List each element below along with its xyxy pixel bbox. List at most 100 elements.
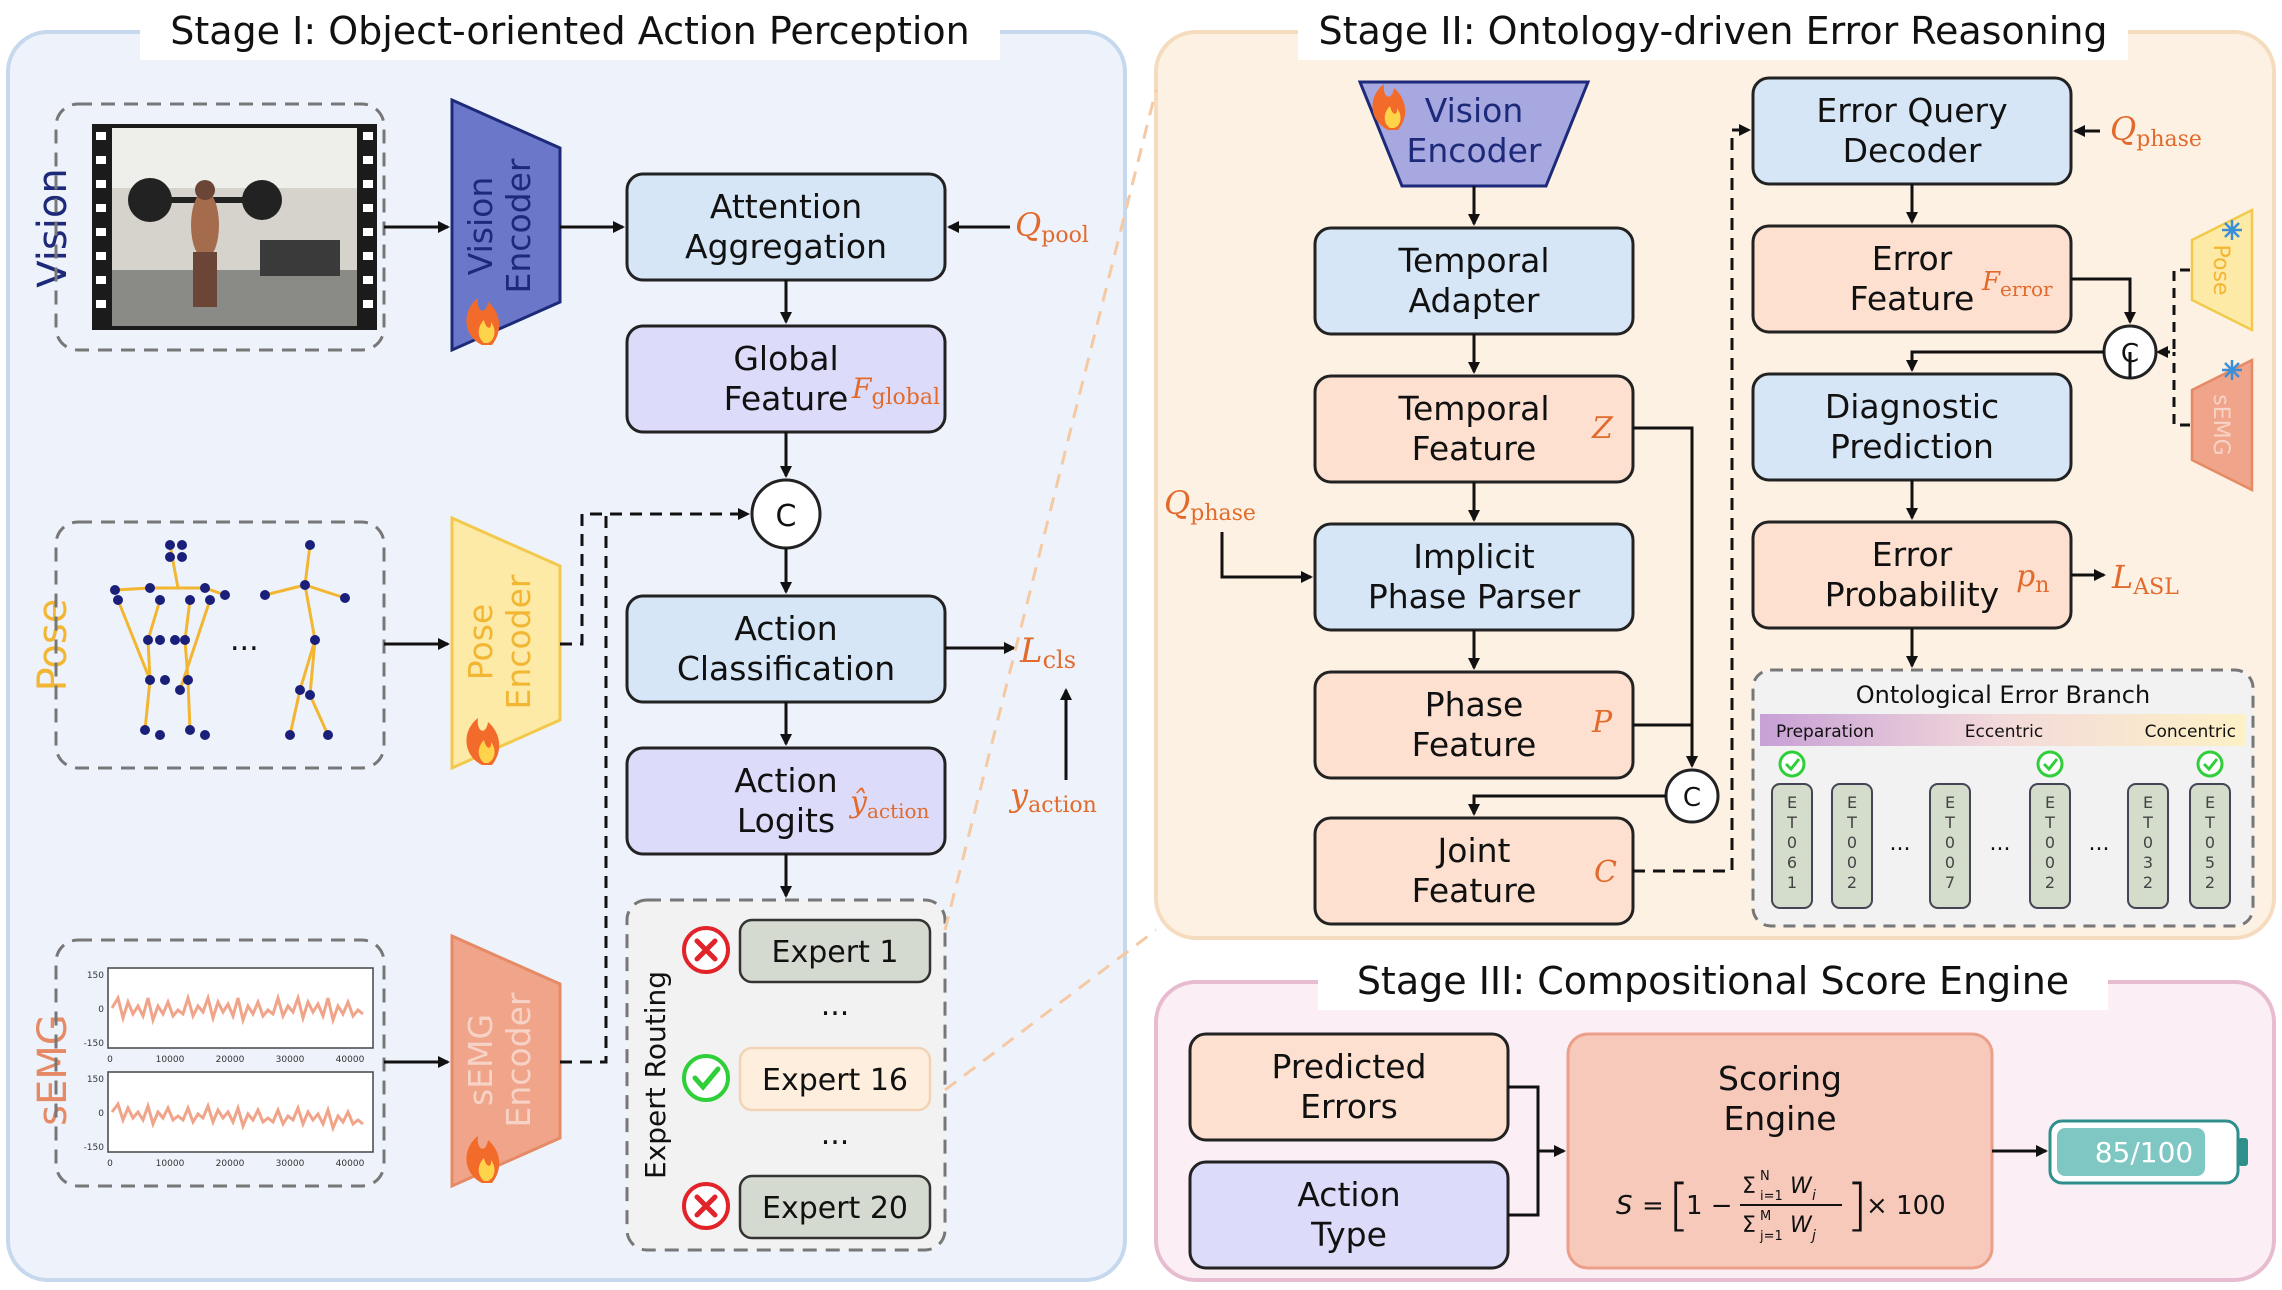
error-type-chip — [2029, 783, 2071, 909]
svg-text:Attention: Attention — [710, 187, 862, 226]
error-type-chip — [2189, 783, 2231, 909]
error-type-chip — [1831, 783, 1873, 909]
svg-text:Error: Error — [1872, 535, 1953, 574]
joint-feature-box: Joint Feature C — [1313, 816, 1635, 926]
score-value: 85/100 — [2095, 1136, 2194, 1169]
svg-text:M: M — [1760, 1209, 1771, 1224]
svg-text:Σ: Σ — [1742, 1213, 1756, 1238]
svg-text:N: N — [1760, 1169, 1770, 1184]
svg-text:Encoder: Encoder — [1407, 131, 1542, 170]
expert-1-box — [738, 918, 932, 984]
q-pool-symbol: Qpool — [1015, 206, 1089, 248]
svg-text:Logits: Logits — [737, 801, 835, 840]
svg-text:Errors: Errors — [1300, 1087, 1398, 1126]
svg-text:Global: Global — [733, 339, 838, 378]
stage1-connectors — [384, 221, 1072, 1068]
semg-xtick: 20000 — [216, 1159, 245, 1169]
error-type-chip — [1929, 783, 1971, 909]
stage1-title: Stage I: Object-oriented Action Percepti… — [170, 9, 970, 53]
svg-text:Scoring: Scoring — [1718, 1059, 1842, 1098]
svg-text:Classification: Classification — [677, 649, 895, 688]
svg-text:Implicit: Implicit — [1413, 537, 1534, 576]
svg-text:Temporal: Temporal — [1397, 389, 1549, 428]
svg-text:Probability: Probability — [1825, 575, 1999, 614]
stage3-panel: Stage III: Compositional Score Engine Pr… — [1154, 959, 2276, 1282]
stage2-vision-encoder: Vision Encoder — [1357, 80, 1591, 188]
loss-cls-symbol: Lcls — [1019, 631, 1076, 674]
q-phase-right-symbol: Qphase — [2110, 110, 2202, 152]
expert-16-box — [738, 1046, 932, 1112]
stage2-connectors — [1220, 124, 2190, 873]
fire-icon — [466, 718, 500, 765]
pose-label: Pose — [30, 599, 76, 692]
svg-text:C: C — [1683, 783, 1701, 813]
svg-text:W: W — [1790, 1213, 1813, 1238]
score-fill — [2057, 1128, 2205, 1176]
svg-text:Action: Action — [1297, 1175, 1400, 1214]
svg-text:Feature: Feature — [1850, 279, 1975, 318]
svg-text:Phase Parser: Phase Parser — [1368, 577, 1581, 616]
expert-ellipsis: ... — [821, 1117, 850, 1152]
p-n-symbol: pn — [2016, 559, 2049, 598]
svg-text:Feature: Feature — [1412, 725, 1537, 764]
vision-encoder: Vision Encoder — [450, 97, 562, 353]
y-hat-action-symbol: ŷaction — [848, 785, 930, 823]
svg-text:Encoder: Encoder — [499, 158, 538, 293]
snowflake-icon — [2222, 360, 2242, 380]
p-symbol: P — [1591, 705, 1613, 740]
svg-text:j: j — [1810, 1228, 1816, 1244]
svg-text:i: i — [1812, 1188, 1816, 1204]
svg-text:Feature: Feature — [1412, 429, 1537, 468]
error-type-chip — [2127, 783, 2169, 909]
stage2-title: Stage II: Ontology-driven Error Reasonin… — [1318, 9, 2107, 53]
semg-ytick: 0 — [98, 1005, 104, 1015]
svg-text:Error Query: Error Query — [1816, 91, 2007, 130]
temporal-adapter-box: Temporal Adapter — [1313, 226, 1635, 336]
semg-ytick: 0 — [98, 1109, 104, 1119]
fire-icon — [466, 298, 500, 345]
fire-icon — [1372, 84, 1406, 130]
accept-icon — [682, 1054, 730, 1102]
svg-text:Adapter: Adapter — [1409, 281, 1540, 320]
svg-text:Phase: Phase — [1425, 685, 1524, 724]
expert-20-box — [738, 1174, 932, 1240]
f-global-symbol: Fglobal — [851, 372, 940, 410]
semg-side-encoder: sEMG — [2190, 357, 2254, 493]
svg-text:j=1: j=1 — [1759, 1229, 1783, 1244]
semg-signal-thumbnail: 150 0 -150 150 0 -150 0 10000 20000 3000… — [54, 938, 386, 1188]
svg-text:i=1: i=1 — [1760, 1189, 1783, 1204]
svg-text:1 −: 1 − — [1686, 1191, 1733, 1221]
z-symbol: Z — [1591, 411, 1614, 446]
pose-ellipsis: ... — [230, 623, 259, 658]
stage3-title: Stage III: Compositional Score Engine — [1357, 959, 2069, 1003]
error-type-chip — [1771, 783, 1813, 909]
semg-encoder: sEMG Encoder — [450, 933, 562, 1189]
svg-text:Aggregation: Aggregation — [685, 227, 887, 266]
error-feature-box: Error Feature Ferror — [1751, 224, 2073, 334]
action-classification-box: Action Classification — [625, 594, 947, 704]
semg-xtick: 40000 — [336, 1055, 365, 1065]
svg-text:Feature: Feature — [1412, 871, 1537, 910]
snowflake-icon — [2222, 220, 2242, 240]
stage3-connectors — [1508, 1085, 2048, 1217]
svg-text:Diagnostic: Diagnostic — [1825, 387, 1999, 426]
expert-ellipsis: ... — [821, 988, 850, 1023]
expert-20-label: Expert 20 — [762, 1191, 908, 1226]
stage2-panel: Stage II: Ontology-driven Error Reasonin… — [943, 9, 2276, 1092]
expert-routing-label: Expert Routing — [639, 971, 672, 1179]
predicted-errors-box: Predicted Errors — [1188, 1032, 1510, 1142]
error-probability-box: Error Probability pn — [1751, 520, 2073, 630]
svg-text:Feature: Feature — [724, 379, 849, 418]
semg-xtick: 30000 — [276, 1055, 305, 1065]
semg-xtick: 10000 — [156, 1055, 185, 1065]
svg-text:× 100: × 100 — [1866, 1191, 1946, 1221]
temporal-feature-box: Temporal Feature Z — [1313, 374, 1635, 484]
score-battery: 85/100 — [2048, 1119, 2248, 1185]
svg-text:Predicted: Predicted — [1272, 1047, 1427, 1086]
